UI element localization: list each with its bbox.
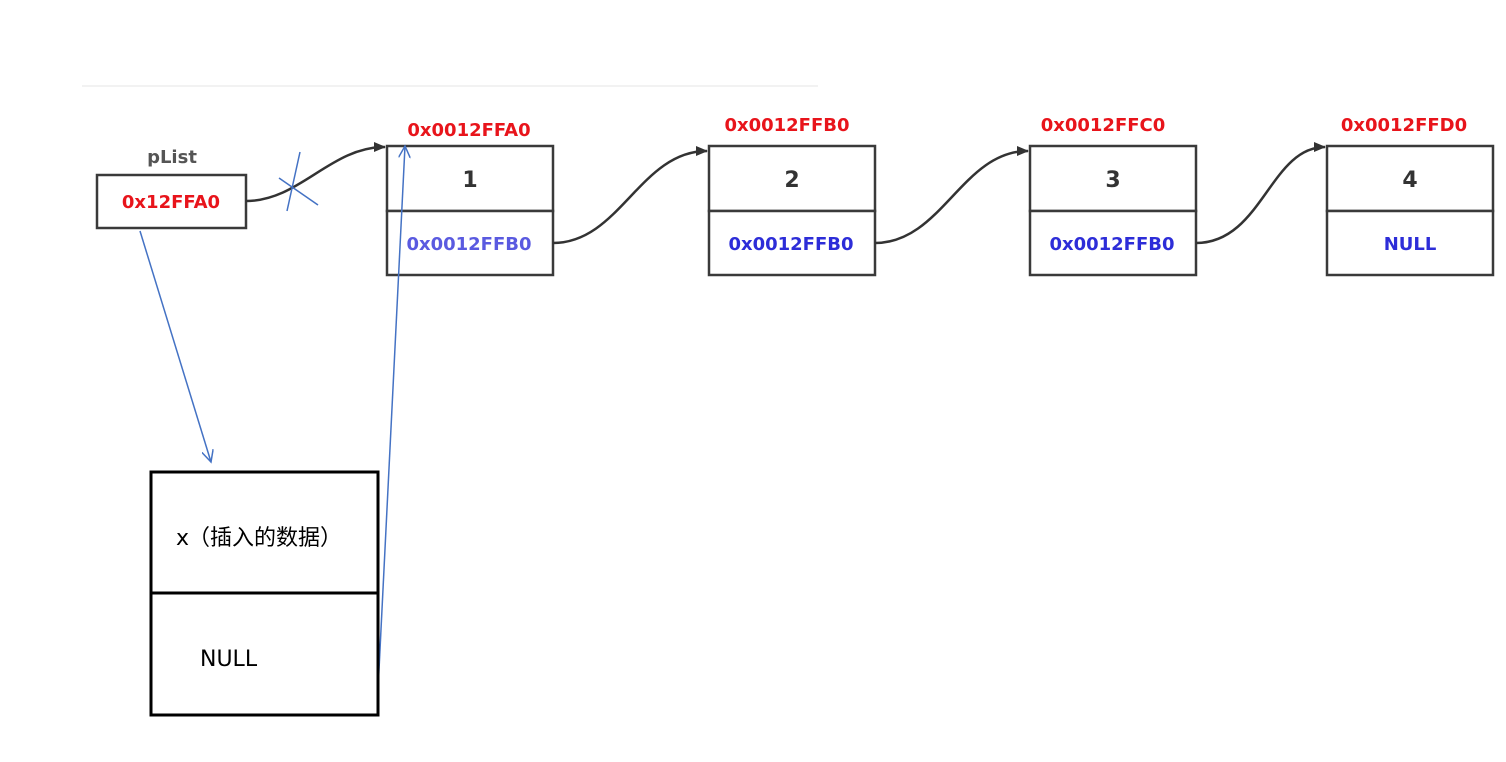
node-data: 1 (462, 168, 477, 193)
node-data-cell (385, 144, 555, 213)
list-node-1: 0x0012FFA0 1 0x0012FFB0 (385, 120, 555, 277)
node-next: 0x0012FFB0 (728, 234, 853, 255)
new-node-to-node1-arrow (377, 146, 405, 691)
list-node-3: 0x0012FFC0 3 0x0012FFB0 (1028, 115, 1198, 277)
node-data-cell (1325, 144, 1495, 213)
node-data: 4 (1402, 168, 1417, 193)
node-address: 0x0012FFC0 (1041, 115, 1166, 136)
node-address: 0x0012FFB0 (724, 115, 849, 136)
broken-link-cross-icon (278, 151, 319, 212)
head-label: pList (147, 147, 197, 168)
new-node-next-cell (149, 591, 380, 717)
pointer-arrow-node1-to-node2 (552, 146, 708, 245)
head-pointer: pList 0x12FFA0 (95, 147, 248, 230)
list-node-2: 0x0012FFB0 2 0x0012FFB0 (707, 115, 877, 277)
node-next: 0x0012FFB0 (406, 234, 531, 255)
head-to-new-node-arrow (139, 230, 211, 462)
node-next-cell (385, 209, 555, 277)
new-node-data-label: （插入的数据） (188, 526, 342, 551)
list-node-4: 0x0012FFD0 4 NULL (1325, 115, 1495, 277)
pointer-arrow-node2-to-node3 (874, 146, 1029, 245)
pointer-arrow-head-to-node1 (245, 142, 386, 203)
node-data-cell (1028, 144, 1198, 213)
pointer-arrow-node3-to-node4 (1195, 142, 1326, 245)
node-data: 3 (1105, 168, 1120, 193)
head-value: 0x12FFA0 (122, 192, 220, 213)
node-next: NULL (1384, 234, 1437, 255)
new-node-data-cell (149, 470, 380, 595)
new-node-next: NULL (200, 647, 258, 672)
node-data: 2 (784, 168, 799, 193)
node-address: 0x0012FFA0 (407, 120, 530, 141)
node-next-cell (1325, 209, 1495, 277)
node-next: 0x0012FFB0 (1049, 234, 1174, 255)
node-address: 0x0012FFD0 (1341, 115, 1467, 136)
new-node: x （插入的数据） NULL (149, 470, 380, 717)
new-node-data-prefix: x (176, 526, 189, 551)
